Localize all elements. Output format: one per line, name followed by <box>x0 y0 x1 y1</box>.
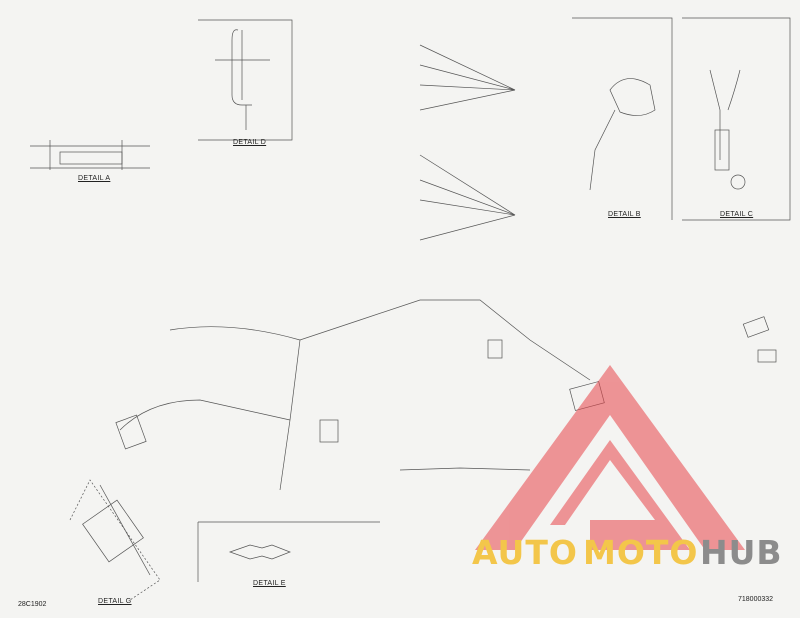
detail-g-module <box>82 499 144 563</box>
logo-text-hub: HUB <box>700 533 783 572</box>
drawing-ref-left: 28C1902 <box>18 601 47 608</box>
detail-c-title: DETAIL C <box>720 211 754 218</box>
detail-g-title: DETAIL G <box>98 598 132 605</box>
detail-a-title: DETAIL A <box>78 175 111 182</box>
detail-b-connector <box>609 78 656 116</box>
detail-a-connector <box>59 151 123 165</box>
detail-c-frame <box>682 17 791 221</box>
detail-b-title: DETAIL B <box>608 211 641 218</box>
detail-c-sensor <box>714 129 730 171</box>
detail-d-loop <box>231 29 252 106</box>
detail-e-splice <box>228 544 291 560</box>
drawing-ref-right: 718000332 <box>738 596 774 603</box>
detail-d-frame <box>198 19 293 141</box>
detail-d-title: DETAIL D <box>233 139 267 146</box>
detail-e-title: DETAIL E <box>253 580 286 587</box>
logo-text-moto: MOTO <box>583 533 699 572</box>
detail-b-frame <box>572 17 673 220</box>
logo-text-auto: AUTO <box>472 533 578 572</box>
automotohub-logo <box>475 365 745 550</box>
